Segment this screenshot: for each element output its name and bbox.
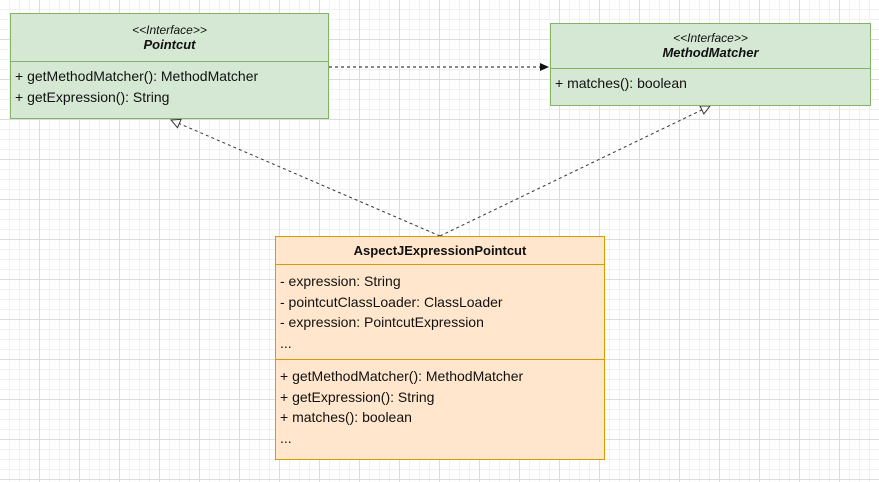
field-entry: - expression: String (280, 273, 401, 289)
stereotype-label: <<Interface>> (132, 22, 207, 37)
field-entry: ... (280, 334, 292, 351)
method-entry: + matches(): boolean (555, 75, 687, 91)
class-name: AspectJExpressionPointcut (353, 242, 527, 258)
pointcut-interface-box[interactable]: <<Interface>> Pointcut + getMethodMatche… (10, 13, 329, 119)
field-entry: - expression: PointcutExpression (280, 314, 484, 330)
class-name: MethodMatcher (662, 45, 759, 60)
method-entry: + getExpression(): String (15, 88, 170, 105)
aspectj-methods: + getMethodMatcher(): MethodMatcher + ge… (276, 360, 604, 448)
aspectj-header: AspectJExpressionPointcut (276, 237, 604, 265)
methodmatcher-header: <<Interface>> MethodMatcher (551, 24, 870, 69)
method-entry: + getMethodMatcher(): MethodMatcher (280, 368, 524, 384)
method-entry: + getMethodMatcher(): MethodMatcher (15, 68, 259, 84)
method-entry: + matches(): boolean (280, 409, 412, 425)
pointcut-methods: + getMethodMatcher(): MethodMatcher + ge… (11, 62, 328, 107)
methodmatcher-methods: + matches(): boolean (551, 69, 870, 94)
field-entry: - pointcutClassLoader: ClassLoader (280, 293, 503, 310)
method-entry: + getExpression(): String (280, 388, 435, 405)
aspectj-expression-pointcut-box[interactable]: AspectJExpressionPointcut - expression: … (275, 236, 605, 460)
stereotype-label: <<Interface>> (673, 31, 748, 45)
method-entry: ... (280, 429, 292, 446)
methodmatcher-interface-box[interactable]: <<Interface>> MethodMatcher + matches():… (550, 23, 871, 106)
aspectj-fields: - expression: String - pointcutClassLoad… (276, 265, 604, 359)
pointcut-header: <<Interface>> Pointcut (11, 14, 328, 62)
class-name: Pointcut (143, 36, 196, 52)
section-divider (276, 359, 604, 360)
realization-arrow-to-methodmatcher (439, 105, 712, 237)
realization-arrow-to-pointcut (169, 118, 441, 237)
